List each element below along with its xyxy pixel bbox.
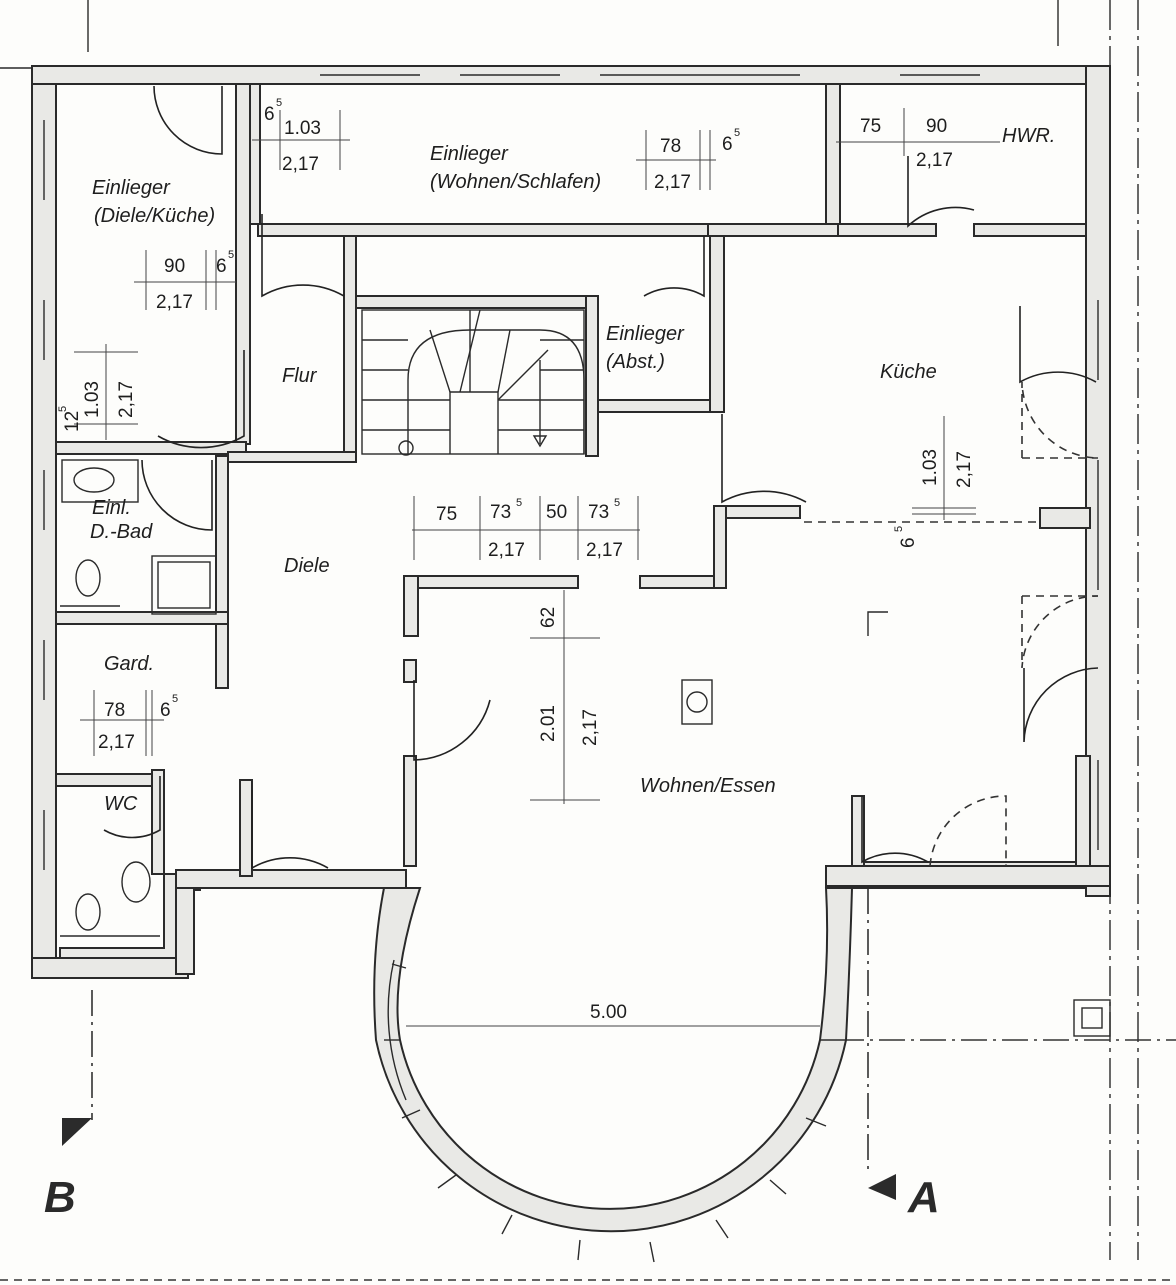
svg-text:2,17: 2,17 [156,292,193,313]
svg-text:5: 5 [614,497,620,509]
svg-text:5: 5 [57,406,69,412]
svg-text:2,17: 2,17 [916,150,953,171]
room-wohnen-essen: Wohnen/Essen [640,775,776,797]
svg-text:6: 6 [722,134,733,155]
section-arrows [62,1118,896,1200]
svg-text:75: 75 [860,116,881,137]
section-label-a: A [907,1173,940,1222]
svg-text:5: 5 [893,526,905,532]
dimension-labels: 6 5 1.03 2,17 78 6 5 2,17 75 90 2,17 90 … [57,97,975,1023]
svg-text:5: 5 [516,497,522,509]
svg-text:5: 5 [276,97,282,109]
section-label-b: B [44,1173,76,1222]
room-hwr: HWR. [1002,125,1055,147]
svg-text:73: 73 [490,502,511,523]
svg-text:2,17: 2,17 [654,172,691,193]
svg-text:2,17: 2,17 [116,381,137,418]
svg-text:78: 78 [104,700,125,721]
svg-text:6: 6 [898,537,919,548]
room-einlieger-wohnen: Einlieger [430,143,509,165]
room-diele: Diele [284,555,330,577]
svg-text:2.01: 2.01 [538,705,559,742]
svg-text:2,17: 2,17 [488,540,525,561]
room-wc: WC [104,793,138,815]
svg-text:2,17: 2,17 [98,732,135,753]
svg-text:5: 5 [734,127,740,139]
svg-text:73: 73 [588,502,609,523]
room-gard: Gard. [104,653,154,675]
svg-text:2,17: 2,17 [586,540,623,561]
svg-text:50: 50 [546,502,567,523]
svg-text:2,17: 2,17 [282,154,319,175]
svg-text:2,17: 2,17 [580,709,601,746]
svg-text:78: 78 [660,136,681,157]
room-einlieger-abst: Einlieger [606,323,685,345]
section-arrow-b-icon [62,1118,92,1146]
room-labels: Einlieger (Diele/Küche) Einlieger (Wohne… [90,125,1055,815]
doors [103,85,1099,870]
svg-text:90: 90 [164,256,185,277]
windows [43,74,1099,870]
room-flur: Flur [282,365,318,387]
svg-text:D.-Bad: D.-Bad [90,521,153,543]
svg-text:6: 6 [160,700,171,721]
svg-text:5: 5 [172,693,178,705]
dimension-lines [74,108,1000,1027]
staircase [361,309,585,456]
svg-text:62: 62 [538,607,559,628]
svg-text:5.00: 5.00 [590,1002,627,1023]
svg-text:(Wohnen/Schlafen): (Wohnen/Schlafen) [430,171,601,193]
svg-text:90: 90 [926,116,947,137]
section-arrow-a-icon [868,1174,896,1200]
svg-text:1.03: 1.03 [284,118,321,139]
room-kueche: Küche [880,361,937,383]
svg-text:5: 5 [228,249,234,261]
svg-text:75: 75 [436,504,457,525]
bay-window [373,887,854,1263]
svg-text:1.03: 1.03 [920,449,941,486]
svg-text:2,17: 2,17 [954,451,975,488]
room-einlieger-diele-kueche: Einlieger [92,177,171,199]
room-bad: Einl. [92,497,131,519]
svg-text:12: 12 [62,411,83,432]
svg-text:6: 6 [264,104,275,125]
svg-text:6: 6 [216,256,227,277]
interior-walls [55,83,1091,877]
svg-text:(Abst.): (Abst.) [606,351,665,373]
svg-text:(Diele/Küche): (Diele/Küche) [94,205,215,227]
svg-text:1.03: 1.03 [82,381,103,418]
fixtures [60,459,1111,1037]
